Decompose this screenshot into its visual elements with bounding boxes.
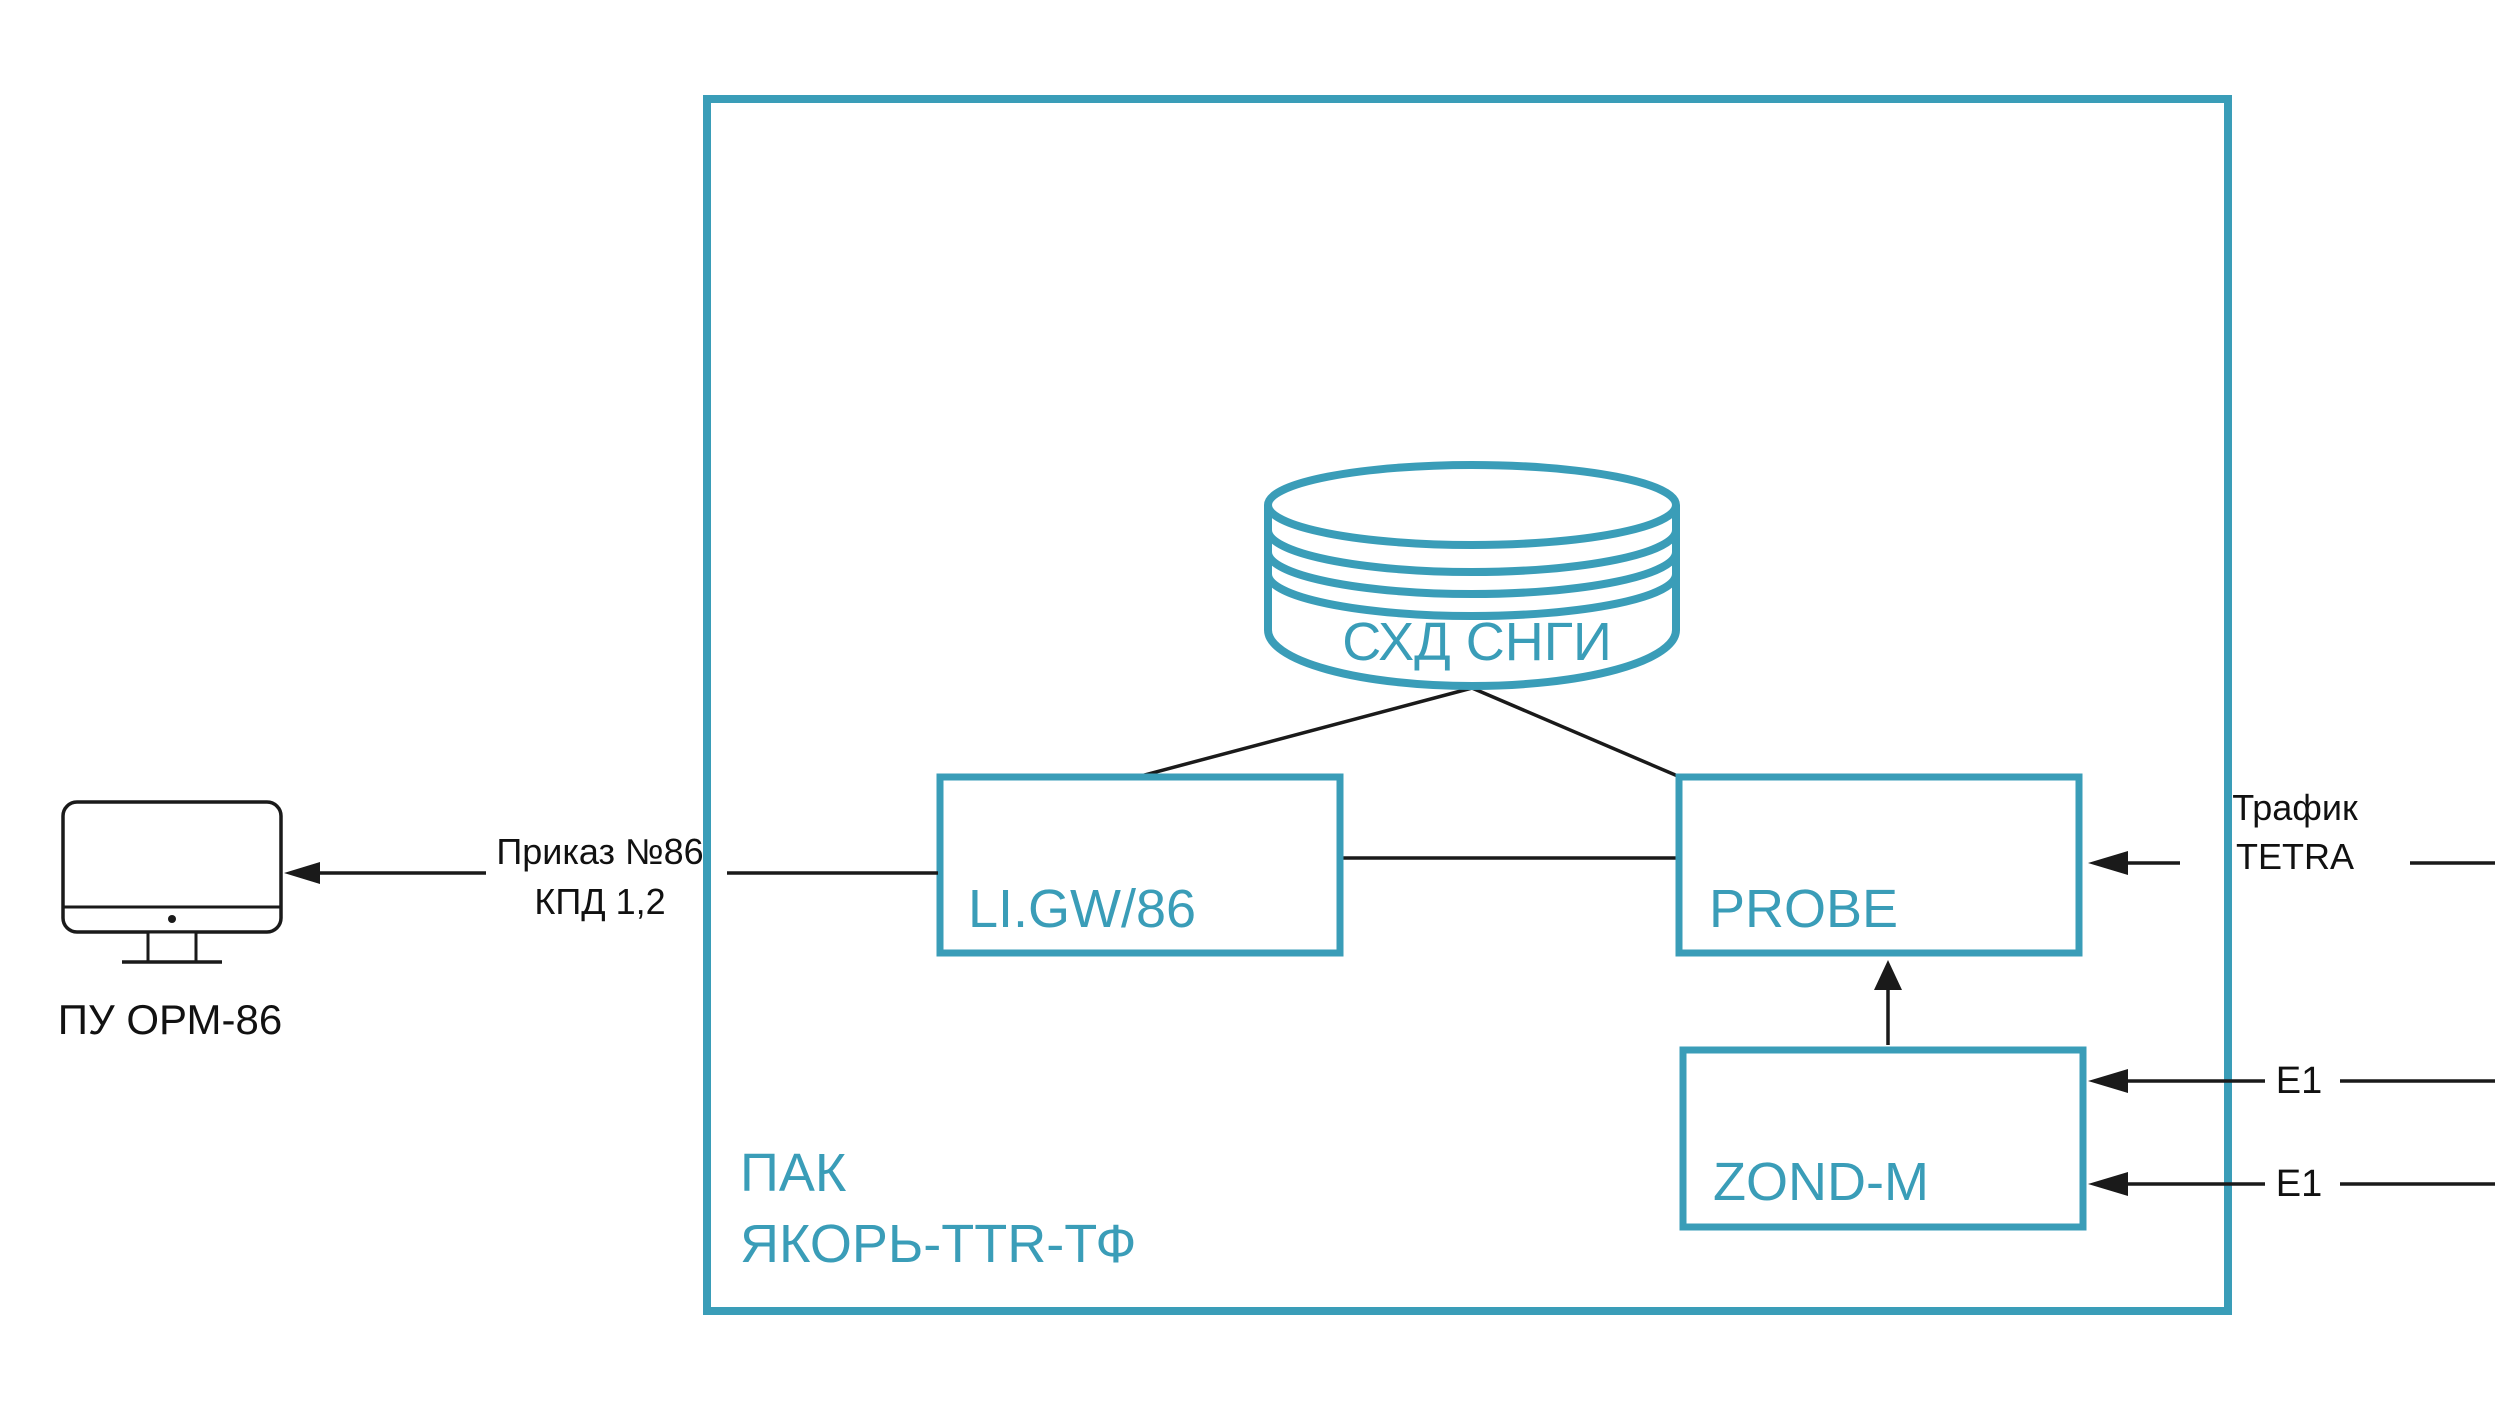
monitor-power-dot	[168, 915, 176, 923]
monitor-stand	[146, 930, 198, 964]
traffic-label-line2: TETRA	[2236, 836, 2354, 877]
arrow-to-workstation-head	[284, 862, 320, 884]
order-label-line2: КПД 1,2	[534, 881, 665, 922]
node-probe-label: PROBE	[1709, 879, 1898, 939]
arrow-e1-bottom-head	[2088, 1172, 2128, 1196]
workstation-label: ПУ ОРМ-86	[58, 996, 282, 1043]
node-ligw-label: LI.GW/86	[968, 879, 1196, 939]
traffic-label-line1: Трафик	[2232, 787, 2358, 828]
monitor-screen	[61, 800, 283, 934]
database-ring-1	[1264, 529, 1680, 576]
arrow-zond-probe-head	[1874, 960, 1902, 990]
container-label-line1: ПАК	[740, 1143, 847, 1203]
link-storage-ligw	[1136, 686, 1473, 779]
node-probe-box	[1675, 773, 2083, 957]
database-ring-3	[1264, 573, 1680, 620]
storage-label: СХД СНГИ	[1342, 612, 1612, 672]
system-container	[703, 95, 2232, 1315]
e1-bottom-label: E1	[2276, 1163, 2322, 1205]
node-zond-box	[1679, 1046, 2087, 1231]
database-ring-2	[1264, 551, 1680, 598]
container-label-line2: ЯКОРЬ-TTR-ТФ	[740, 1214, 1136, 1274]
arrow-tetra-head	[2088, 851, 2128, 875]
storage-database: СХД СНГИ	[1264, 461, 1680, 690]
node-ligw-box	[936, 773, 1344, 957]
arrow-e1-top-head	[2088, 1069, 2128, 1093]
e1-top-label: E1	[2276, 1060, 2322, 1102]
node-zond-label: ZOND-M	[1713, 1152, 1929, 1212]
database-top	[1264, 461, 1680, 549]
order-label-line1: Приказ №86	[496, 831, 703, 872]
monitor-icon	[61, 800, 283, 964]
link-storage-probe	[1471, 686, 1681, 779]
